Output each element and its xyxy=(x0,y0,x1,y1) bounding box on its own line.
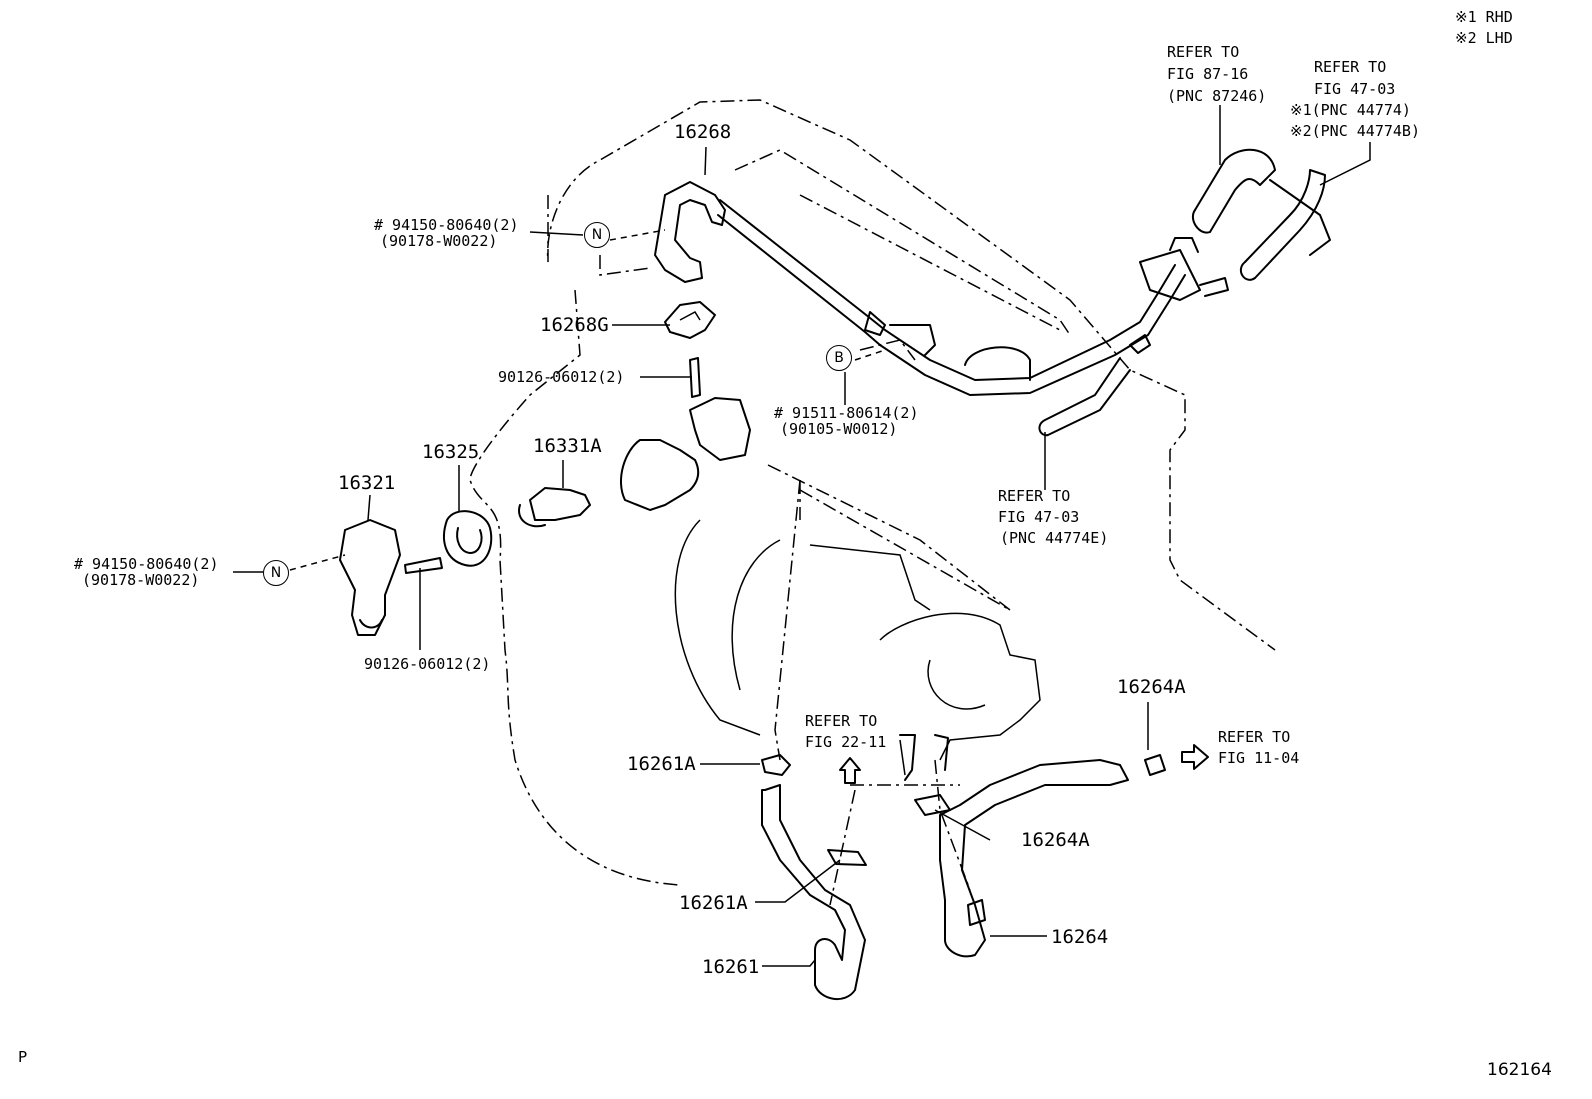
mark-n-top: N xyxy=(584,222,610,248)
ref-47e-line2: FIG 47-03 xyxy=(998,508,1080,526)
lower-hoses xyxy=(761,734,1166,1000)
bolt-left-line1: # 94150-80640(2) xyxy=(74,555,219,573)
heater-hoses-upper xyxy=(1038,148,1331,437)
part-16264: 16264 xyxy=(1051,926,1109,948)
legend-rhd: ※1 RHD xyxy=(1455,8,1513,26)
thermostat-parts xyxy=(339,301,751,636)
engine-outline xyxy=(469,99,1276,906)
engine-block xyxy=(674,519,1041,776)
corner-letter: P xyxy=(18,1048,28,1066)
ref-87-line2: FIG 87-16 xyxy=(1167,65,1249,83)
ref-47a-line2: FIG 47-03 xyxy=(1314,80,1396,98)
part-16264a-mid: 16264A xyxy=(1021,829,1090,851)
part-16321: 16321 xyxy=(338,472,396,494)
bolt-top-line2: (90178-W0022) xyxy=(380,232,498,250)
refer-arrow-right xyxy=(1181,744,1209,770)
figure-number: 162164 xyxy=(1487,1060,1552,1080)
part-16268: 16268 xyxy=(674,121,732,143)
bolt-left-line2: (90178-W0022) xyxy=(82,571,200,589)
ref-47e-line1: REFER TO xyxy=(998,487,1071,505)
ref-47a-line3: ※1(PNC 44774) xyxy=(1290,101,1411,119)
part-16325: 16325 xyxy=(422,441,480,463)
ref-22-line2: FIG 22-11 xyxy=(805,733,887,751)
part-16331a: 16331A xyxy=(533,435,602,457)
ref-22-line1: REFER TO xyxy=(805,712,878,730)
bolt-b-line2: (90105-W0012) xyxy=(780,420,898,438)
part-16261: 16261 xyxy=(702,956,760,978)
part-16261a-top: 16261A xyxy=(627,753,696,775)
stud-left: 90126-06012(2) xyxy=(364,655,491,673)
part-16268g: 16268G xyxy=(540,314,609,336)
bolt-b-line1: # 91511-80614(2) xyxy=(774,404,919,422)
bypass-pipe xyxy=(654,181,1229,396)
ref-87-line1: REFER TO xyxy=(1167,43,1240,61)
part-16264a-top: 16264A xyxy=(1117,676,1186,698)
mark-b: B xyxy=(826,345,852,371)
ref-11-line1: REFER TO xyxy=(1218,728,1291,746)
mark-n-left: N xyxy=(263,560,289,586)
ref-11-line2: FIG 11-04 xyxy=(1218,749,1300,767)
ref-47a-line1: REFER TO xyxy=(1314,58,1387,76)
ref-47a-line4: ※2(PNC 44774B) xyxy=(1290,122,1420,140)
part-16261a-bot: 16261A xyxy=(679,892,748,914)
refer-arrow-up xyxy=(839,757,861,784)
bolt-top-line1: # 94150-80640(2) xyxy=(374,216,519,234)
stud-top: 90126-06012(2) xyxy=(498,368,625,386)
leader-lines xyxy=(233,105,1371,967)
ref-47e-line3: (PNC 44774E) xyxy=(1000,529,1109,547)
ref-87-line3: (PNC 87246) xyxy=(1167,87,1267,105)
legend-lhd: ※2 LHD xyxy=(1455,29,1513,47)
